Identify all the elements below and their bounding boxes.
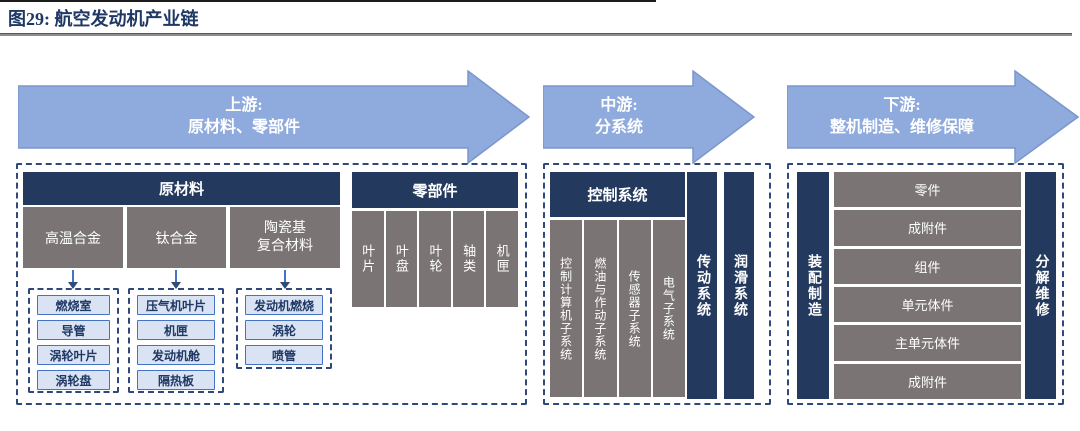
raw-category-ceramic: 陶瓷基 复合材料	[230, 207, 340, 268]
control-system-columns: 控制计算机子系统 燃油与作动子系统 传感器子系统 电气子系统	[550, 220, 685, 397]
superalloy-parts-group: 燃烧室 导管 涡轮叶片 涡轮盘	[28, 288, 119, 393]
part-item: 导管	[37, 320, 110, 340]
midstream-arrow: 中游: 分系统	[542, 69, 756, 165]
titanium-parts-group: 压气机叶片 机匣 发动机舱 隔热板	[128, 288, 224, 393]
component-column: 轴类	[452, 211, 485, 307]
connector-line	[175, 270, 177, 282]
connector-arrow-1	[67, 270, 79, 289]
components-header: 零部件	[352, 172, 518, 208]
upstream-arrow-line1: 上游:	[225, 97, 263, 114]
part-item: 涡轮叶片	[37, 345, 110, 365]
stack-item: 零件	[834, 172, 1021, 208]
arrow-down-icon	[280, 282, 290, 289]
control-system-header: 控制系统	[550, 172, 685, 217]
downstream-arrow-line1: 下游:	[883, 97, 921, 114]
transmission-system-bar: 传动系统	[687, 172, 717, 399]
component-column: 叶盘	[385, 211, 418, 307]
stack-item: 主单元体件	[834, 325, 1021, 361]
downstream-stack: 零件 成附件 组件 单元体件 主单元体件 成附件	[834, 172, 1021, 399]
connector-arrow-3	[279, 270, 291, 289]
connector-line	[284, 270, 286, 282]
part-item: 发动机燃烧	[245, 295, 323, 315]
component-column: 机匣	[486, 211, 518, 307]
part-item: 发动机舱	[137, 345, 215, 365]
midstream-arrow-line1: 中游:	[600, 97, 638, 114]
upstream-section: 原材料 高温合金 钛合金 陶瓷基 复合材料 燃烧室 导管 涡轮叶片 涡轮盘 压气…	[16, 163, 527, 405]
title-divider	[0, 33, 1072, 36]
control-subsystem-column: 电气子系统	[652, 220, 685, 397]
top-border-line	[0, 0, 656, 2]
downstream-arrow-label: 下游: 整机制造、维修保障	[787, 84, 1017, 150]
part-item: 燃烧室	[37, 295, 110, 315]
control-subsystem-column: 传感器子系统	[618, 220, 651, 397]
midstream-arrow-shape	[542, 69, 756, 165]
part-item: 涡轮	[245, 320, 323, 340]
raw-category-titanium: 钛合金	[127, 207, 226, 268]
lubrication-system-bar: 润滑系统	[724, 172, 754, 399]
figure-title: 图29: 航空发动机产业链	[8, 9, 199, 29]
disassembly-maintenance-bar: 分解维修	[1025, 172, 1056, 399]
midstream-arrow-line2: 分系统	[594, 119, 643, 136]
upstream-arrow-line2: 原材料、零部件	[187, 119, 300, 136]
arrow-down-icon	[68, 282, 78, 289]
component-column: 叶轮	[419, 211, 451, 307]
connector-line	[72, 270, 74, 282]
upstream-arrow: 上游: 原材料、零部件	[17, 69, 531, 165]
connector-arrow-2	[170, 270, 182, 289]
control-subsystem-column: 控制计算机子系统	[550, 220, 583, 397]
midstream-arrow-label: 中游: 分系统	[543, 84, 695, 150]
part-item: 隔热板	[137, 370, 215, 390]
part-item: 喷管	[245, 345, 323, 365]
arrow-down-icon	[171, 282, 181, 289]
midstream-section: 控制系统 控制计算机子系统 燃油与作动子系统 传感器子系统 电气子系统 传动系统…	[543, 163, 771, 405]
downstream-section: 装配制造 零件 成附件 组件 单元体件 主单元体件 成附件 分解维修	[787, 163, 1064, 405]
stack-item: 成附件	[834, 363, 1021, 399]
downstream-arrow-line2: 整机制造、维修保障	[829, 119, 974, 136]
raw-materials-header: 原材料	[23, 172, 340, 205]
control-subsystem-column: 燃油与作动子系统	[584, 220, 617, 397]
part-item: 涡轮盘	[37, 370, 110, 390]
upstream-arrow-shape	[17, 69, 531, 165]
downstream-arrow: 下游: 整机制造、维修保障	[786, 69, 1080, 165]
part-item: 压气机叶片	[137, 295, 215, 315]
upstream-arrow-label: 上游: 原材料、零部件	[18, 84, 470, 150]
stack-item: 单元体件	[834, 286, 1021, 323]
part-item: 机匣	[137, 320, 215, 340]
ceramic-parts-group: 发动机燃烧 涡轮 喷管	[236, 288, 332, 369]
raw-category-superalloy: 高温合金	[23, 207, 123, 268]
stack-item: 成附件	[834, 210, 1021, 246]
assembly-manufacturing-bar: 装配制造	[797, 172, 829, 399]
stack-item: 组件	[834, 248, 1021, 284]
component-column: 叶片	[352, 211, 384, 307]
components-columns: 叶片 叶盘 叶轮 轴类 机匣	[352, 211, 518, 307]
downstream-arrow-shape	[786, 69, 1080, 165]
